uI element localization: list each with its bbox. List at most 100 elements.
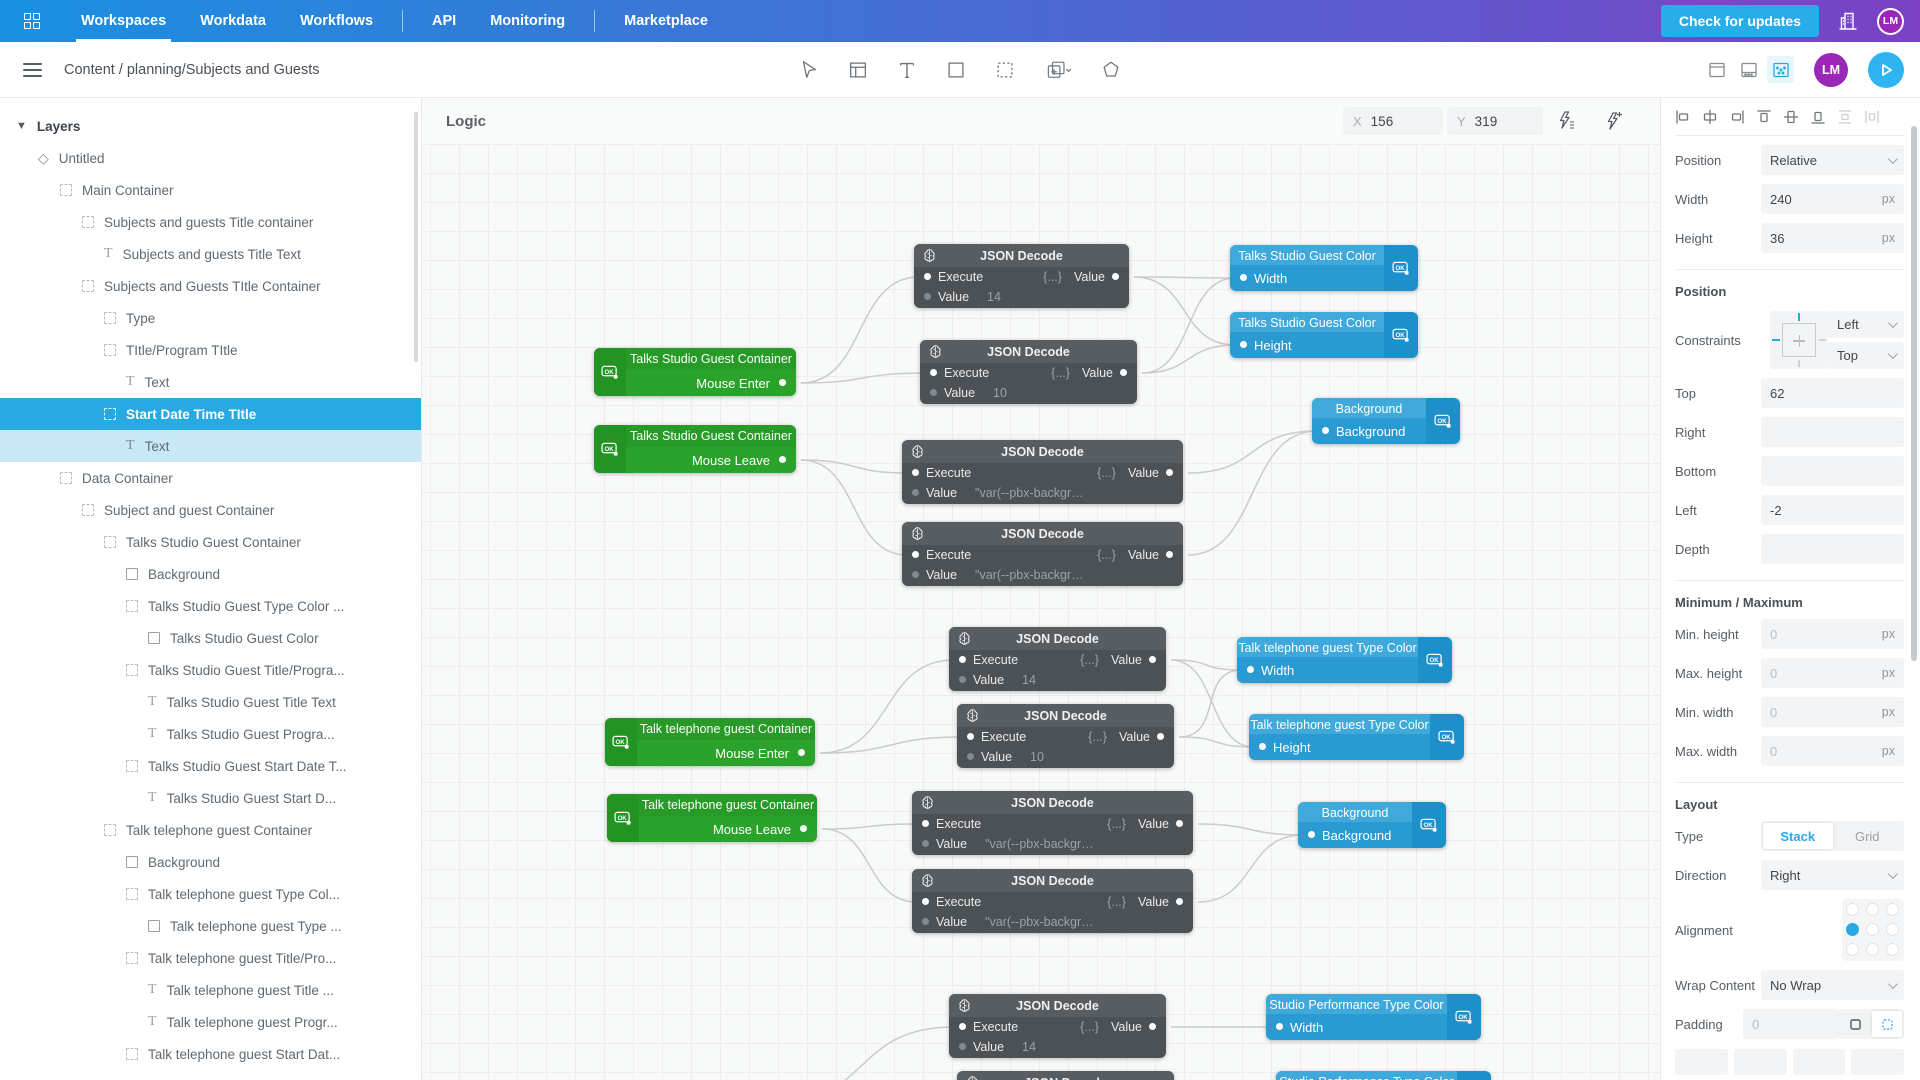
layer-row[interactable]: Talks Studio Guest Type Color ... [0,590,421,622]
collaborator-avatar[interactable]: LM [1814,52,1848,87]
alignment-dot[interactable] [1866,903,1879,916]
top-menu-api[interactable]: API [432,13,457,29]
align-left-icon[interactable] [1675,109,1691,125]
padding-uniform-icon[interactable] [1840,1011,1870,1037]
padding-cell[interactable] [1733,1049,1787,1075]
top-menu-workflows[interactable]: Workflows [299,13,374,29]
depth-input[interactable] [1761,534,1904,564]
x-position-input[interactable]: X 156 [1343,107,1443,135]
value-in-port[interactable] [922,918,929,925]
layers-header[interactable]: ▼Layers [0,110,421,142]
organization-icon[interactable] [1837,10,1859,32]
layout-type-grid[interactable]: Grid [1854,828,1880,844]
layer-row[interactable]: Subjects and Guests TItle Container [0,270,421,302]
padding-input[interactable]: 0 [1743,1009,1838,1039]
value-out-port[interactable] [1176,820,1183,827]
layer-row[interactable]: Talks Studio Guest Start Date T... [0,750,421,782]
layer-row[interactable]: Main Container [0,174,421,206]
value-in-port[interactable] [967,753,974,760]
layer-row[interactable]: Talks Studio Guest Color [0,622,421,654]
layer-row[interactable]: Subjects and guests Title container [0,206,421,238]
value-out-port[interactable] [1166,551,1173,558]
value-out-port[interactable] [1112,273,1119,280]
left-input[interactable]: -2 [1761,495,1904,525]
value-in-port[interactable] [924,293,931,300]
alignment-dot[interactable] [1886,923,1899,936]
alignment-dot[interactable] [1846,923,1859,936]
execute-port[interactable] [967,733,974,740]
value-in-port[interactable] [912,571,919,578]
tag-tool[interactable] [1100,59,1122,81]
layer-row[interactable]: Talk telephone guest Start Dat... [0,1038,421,1070]
apps-grid-icon[interactable] [0,0,64,42]
execute-port[interactable] [959,656,966,663]
add-workflow-icon[interactable] [1604,110,1624,135]
execute-port[interactable] [922,898,929,905]
layer-row[interactable]: Talk telephone guest Title/Pro... [0,942,421,974]
value-out-port[interactable] [1149,656,1156,663]
attr-in-port[interactable] [1276,1023,1283,1030]
padding-cell[interactable] [1675,1049,1728,1075]
check-for-updates-button[interactable]: Check for updates [1660,5,1819,37]
view-split-icon[interactable] [1735,56,1762,83]
menu-icon[interactable] [0,62,64,77]
alignment-dot[interactable] [1866,923,1879,936]
layer-row[interactable]: Talks Studio Guest Container [0,526,421,558]
component-frame-tool[interactable] [1043,59,1073,81]
layer-row[interactable]: Background [0,558,421,590]
execute-port[interactable] [912,551,919,558]
padding-cell[interactable] [1792,1049,1846,1075]
position-type-select[interactable]: Relative [1761,145,1904,175]
attr-in-port[interactable] [1322,427,1329,434]
layer-row[interactable]: Data Container [0,462,421,494]
distribute-horizontal-icon[interactable] [1864,109,1880,125]
value-out-port[interactable] [1176,898,1183,905]
text-tool[interactable] [896,59,918,81]
top-input[interactable]: 62 [1761,378,1904,408]
layer-row[interactable]: Background [0,846,421,878]
execute-port[interactable] [930,369,937,376]
vertical-constraint-select[interactable]: Top [1828,342,1904,369]
distribute-vertical-icon[interactable] [1837,109,1853,125]
value-in-port[interactable] [930,389,937,396]
event-out-port[interactable] [798,749,805,756]
layer-row[interactable]: Type [0,302,421,334]
preview-play-button[interactable] [1868,51,1904,88]
event-out-port[interactable] [800,825,807,832]
layer-row[interactable]: Talk telephone guest Container [0,814,421,846]
align-top-icon[interactable] [1756,109,1772,125]
value-out-port[interactable] [1166,469,1173,476]
attr-in-port[interactable] [1247,666,1254,673]
inspector-scrollbar[interactable] [1911,126,1917,661]
attr-in-port[interactable] [1240,274,1247,281]
attr-in-port[interactable] [1259,743,1266,750]
select-cursor-tool[interactable] [798,59,820,81]
alignment-dot[interactable] [1886,903,1899,916]
rectangle-tool[interactable] [945,59,967,81]
dashed-rectangle-tool[interactable] [994,59,1016,81]
view-editor-icon[interactable] [1703,56,1730,83]
sidebar-scrollbar[interactable] [414,112,418,362]
